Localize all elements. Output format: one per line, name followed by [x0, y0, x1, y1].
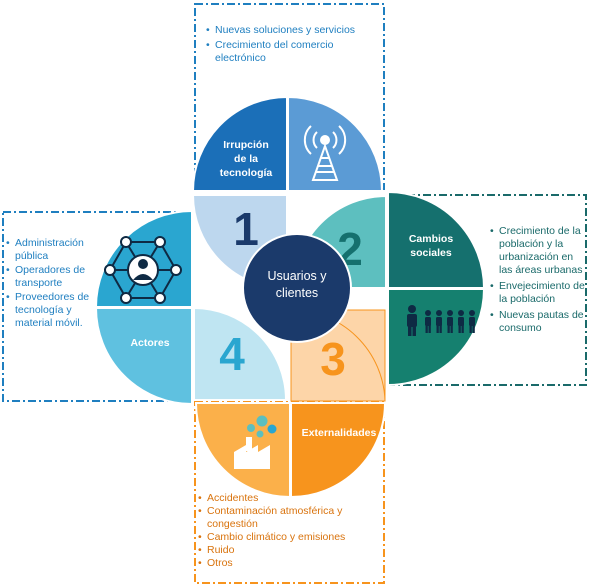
list-item: Crecimiento del comercio electrónico [206, 39, 376, 65]
technology-label-line: tecnología [219, 167, 273, 179]
number-3: 3 [320, 333, 346, 385]
list-item: Contaminación atmosférica y congestión [198, 505, 388, 531]
list-item: Cambio climático y emisiones [198, 531, 388, 544]
technology-label-line: Irrupción [223, 139, 269, 151]
center-label: Usuarios y clientes [245, 268, 349, 302]
externalities-label: Externalidades [301, 427, 377, 439]
list-item: Operadores de transporte [6, 264, 106, 290]
list-item: Ruido [198, 544, 388, 557]
center-label-line: clientes [275, 286, 319, 300]
list-item: Administración pública [6, 237, 106, 263]
actors-bullet-list: Administración pública Operadores de tra… [6, 237, 106, 331]
number-4: 4 [219, 328, 245, 380]
social-segment-top [387, 190, 486, 289]
center-circle [242, 233, 352, 343]
network-people-icon [104, 236, 182, 304]
actors-label: Actores [130, 337, 170, 349]
quadrant-4 [193, 306, 288, 401]
list-item: Nuevas pautas de consumo [490, 309, 585, 335]
technology-label-line: de la [234, 153, 258, 165]
list-item: Accidentes [198, 492, 388, 505]
social-label-line: Cambios [408, 233, 454, 245]
tech-segment-left [191, 95, 288, 192]
list-item: Otros [198, 557, 388, 570]
actors-frame [2, 211, 190, 402]
list-item: Proveedores de tecnología y material móv… [6, 291, 106, 330]
externalities-bullet-list: Accidentes Contaminación atmosférica y c… [198, 492, 388, 570]
center-label-line: Usuarios y [267, 269, 327, 283]
list-item: Nuevas soluciones y servicios [206, 24, 376, 37]
factory-pollution-icon [234, 415, 277, 469]
social-changes-label: Cambios sociales [394, 232, 468, 260]
list-item: Crecimiento de la población y la urbaniz… [490, 225, 585, 277]
social-label-line: sociales [410, 247, 452, 259]
actors-segment-bottom [94, 307, 193, 406]
list-item: Envejecimiento de la población [490, 280, 585, 306]
social-bullet-list: Crecimiento de la población y la urbaniz… [490, 225, 585, 338]
antenna-icon [303, 125, 347, 181]
social-segment-bottom [387, 288, 486, 387]
number-1: 1 [233, 203, 259, 255]
technology-label: Irrupción de la tecnología [205, 138, 287, 180]
ext-segment-right [290, 402, 387, 499]
population-icon [407, 305, 475, 336]
technology-bullet-list: Nuevas soluciones y servicios Crecimient… [206, 24, 376, 67]
